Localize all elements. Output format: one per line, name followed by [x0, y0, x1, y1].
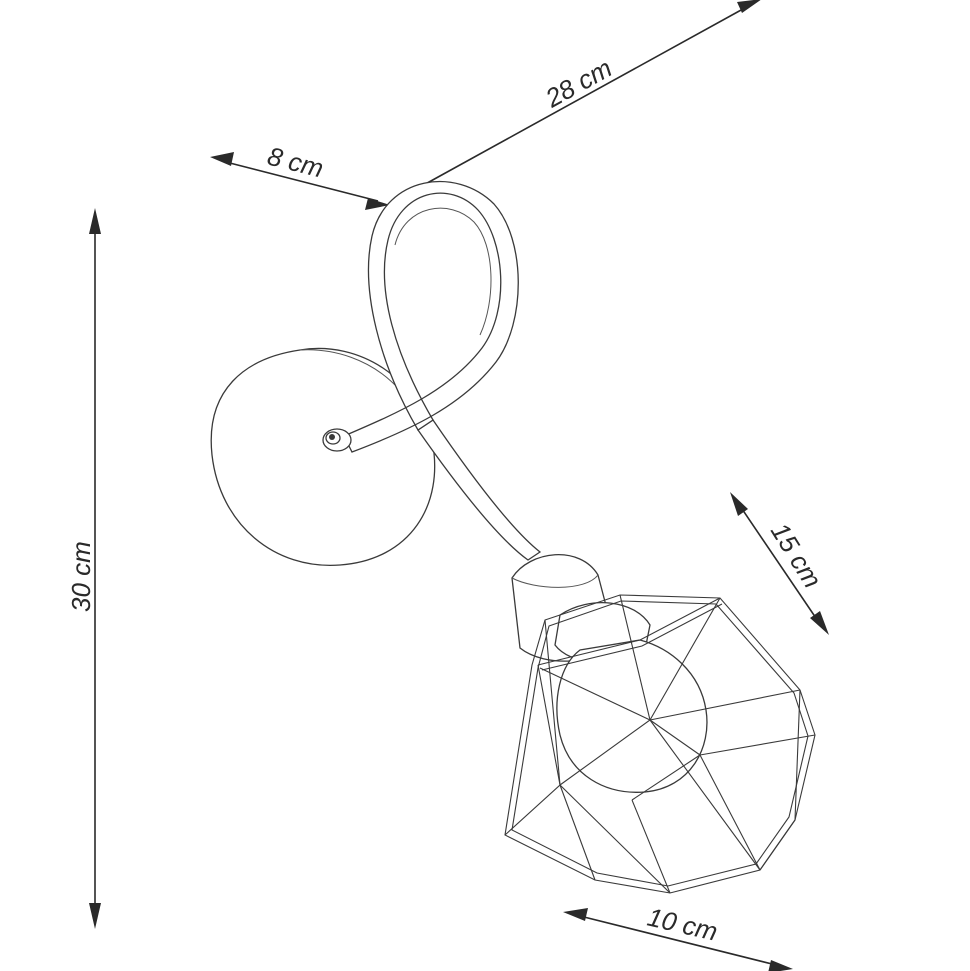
light-bulb — [556, 639, 708, 793]
dimension-depth: 28 cm — [388, 0, 761, 205]
dimension-base-width: 8 cm — [210, 141, 390, 210]
wire-cage-shade — [504, 594, 816, 894]
dimension-depth-label: 28 cm — [539, 53, 616, 114]
dimension-shade-height: 15 cm — [730, 492, 829, 635]
dimension-shade-width: 10 cm — [563, 902, 793, 971]
lamp-arm — [322, 181, 542, 561]
dimension-height: 30 cm — [66, 208, 101, 929]
dimension-base-width-label: 8 cm — [265, 141, 327, 184]
lamp-socket — [511, 554, 651, 664]
dimension-shade-width-label: 10 cm — [645, 902, 721, 947]
dimension-height-label: 30 cm — [66, 541, 96, 612]
